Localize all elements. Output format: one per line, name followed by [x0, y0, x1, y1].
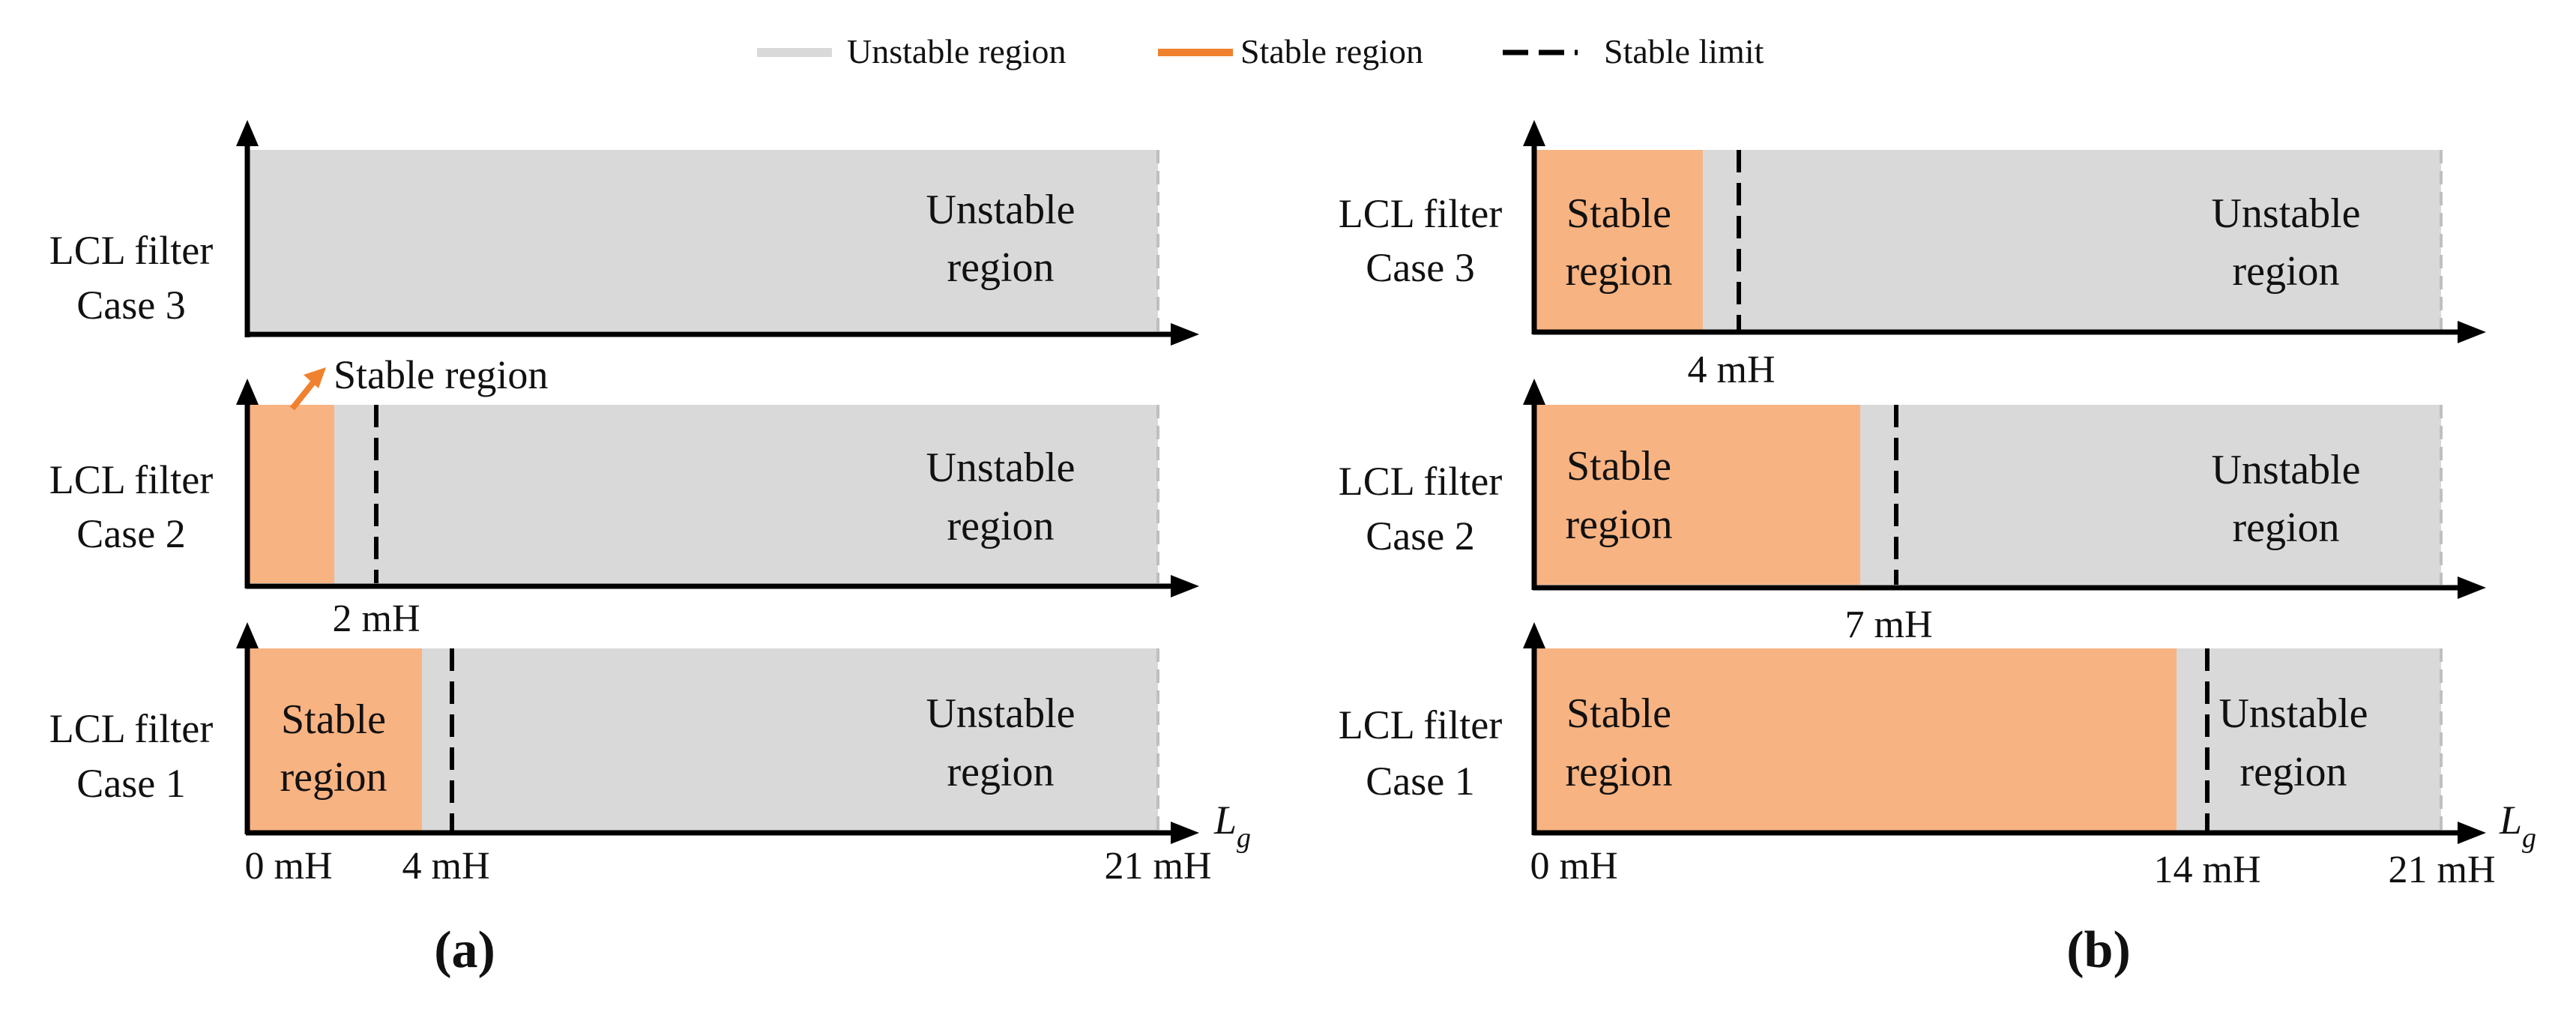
x-axis-arrow	[1171, 822, 1199, 844]
unstable-label-line1: Unstable	[926, 187, 1075, 233]
stable-region-bar	[247, 405, 334, 583]
row-label-line1: LCL filter	[1339, 702, 1502, 747]
stable-label-line2: region	[280, 754, 387, 801]
x-axis-arrow	[1171, 575, 1199, 597]
stable-region-bar	[1534, 648, 2177, 831]
row-label-line2: Case 1	[1366, 759, 1474, 804]
unstable-label-line2: region	[2232, 248, 2339, 295]
tick-label-start: 0 mH	[1530, 845, 1618, 888]
row-label-line1: LCL filter	[49, 706, 213, 751]
stable-label-line1: Stable	[1566, 190, 1671, 237]
row-label-line1: LCL filter	[49, 228, 213, 273]
row-label-line2: Case 1	[76, 761, 185, 806]
unstable-label-line1: Unstable	[926, 445, 1075, 491]
x-axis-arrow	[1171, 323, 1199, 346]
axis-variable: Lg	[2499, 798, 2536, 854]
panel-a-row-case-2: LCL filter Case 2 Unstable region Stable…	[49, 352, 1199, 640]
y-axis-arrow	[236, 622, 259, 648]
legend-unstable-label: Unstable region	[847, 32, 1067, 70]
stable-label-line1: Stable	[281, 696, 386, 743]
unstable-label-line2: region	[947, 244, 1054, 291]
tick-label-start: 0 mH	[245, 845, 333, 888]
row-label-line2: Case 2	[76, 511, 185, 556]
stable-limit-label: 4 mH	[402, 845, 490, 888]
unstable-label-line2: region	[2232, 504, 2339, 551]
legend: Unstable region Stable region Stable lim…	[757, 32, 1764, 70]
stable-label-line2: region	[1565, 502, 1672, 548]
unstable-label-line1: Unstable	[2218, 690, 2368, 737]
axis-variable: Lg	[1213, 798, 1251, 854]
x-axis-arrow	[2458, 321, 2486, 343]
stable-label-line2: region	[1565, 749, 1672, 795]
y-axis-arrow	[1523, 622, 1545, 648]
stable-region-bar	[1534, 405, 1860, 585]
y-axis-arrow	[236, 120, 259, 146]
x-axis-arrow	[2458, 822, 2486, 844]
stable-label-line1: Stable	[1566, 690, 1671, 737]
stable-region-bar	[1534, 150, 1703, 330]
tick-label-end: 21 mH	[2389, 849, 2496, 891]
stable-region-callout: Stable region	[334, 352, 548, 397]
unstable-label-line2: region	[947, 503, 1054, 549]
unstable-label-line1: Unstable	[2211, 447, 2360, 493]
row-label-line1: LCL filter	[1339, 459, 1502, 504]
panel-b-row-case-2: LCL filter Case 2 Stable region Unstable…	[1339, 379, 2486, 646]
row-label-line2: Case 2	[1366, 513, 1474, 558]
tick-label-end: 21 mH	[1105, 845, 1212, 888]
row-label-line2: Case 3	[76, 283, 185, 328]
legend-limit-label: Stable limit	[1604, 32, 1764, 70]
legend-stable-label: Stable region	[1240, 32, 1423, 70]
x-axis-arrow	[2458, 576, 2486, 599]
stable-region-bar	[247, 648, 422, 831]
panel-a-row-case-1: LCL filter Case 1 Stable region Unstable…	[49, 622, 1251, 888]
panel-b: LCL filter Case 3 Stable region Unstable…	[1339, 120, 2536, 979]
callout-arrow-line	[289, 380, 316, 411]
stable-limit-label: 14 mH	[2154, 849, 2261, 891]
callout-arrow-head	[304, 367, 326, 388]
panel-b-row-case-3: LCL filter Case 3 Stable region Unstable…	[1339, 120, 2486, 391]
unstable-label-line1: Unstable	[2211, 190, 2360, 237]
unstable-region-bar	[247, 150, 1158, 331]
unstable-label-line2: region	[2239, 749, 2347, 795]
panel-b-caption: (b)	[2066, 921, 2131, 979]
panel-b-row-case-1: LCL filter Case 1 Stable region Unstable…	[1339, 622, 2536, 891]
y-axis-arrow	[1523, 120, 1545, 146]
panel-a-row-case-3: LCL filter Case 3 Unstable region	[49, 120, 1199, 346]
y-axis-arrow	[236, 379, 259, 405]
stable-limit-label: 4 mH	[1688, 349, 1776, 391]
panel-a-caption: (a)	[434, 921, 495, 979]
unstable-region-bar	[247, 405, 1158, 583]
stable-limit-label: 2 mH	[333, 597, 420, 640]
panel-a: LCL filter Case 3 Unstable region LCL fi…	[49, 120, 1251, 979]
row-label-line1: LCL filter	[1339, 191, 1502, 236]
row-label-line1: LCL filter	[49, 457, 213, 502]
unstable-label-line2: region	[947, 749, 1054, 795]
stable-label-line2: region	[1565, 248, 1672, 295]
row-label-line2: Case 3	[1366, 245, 1474, 290]
y-axis-arrow	[1523, 379, 1545, 405]
stable-limit-label: 7 mH	[1845, 603, 1933, 646]
unstable-label-line1: Unstable	[926, 690, 1075, 737]
stable-label-line1: Stable	[1566, 443, 1671, 490]
